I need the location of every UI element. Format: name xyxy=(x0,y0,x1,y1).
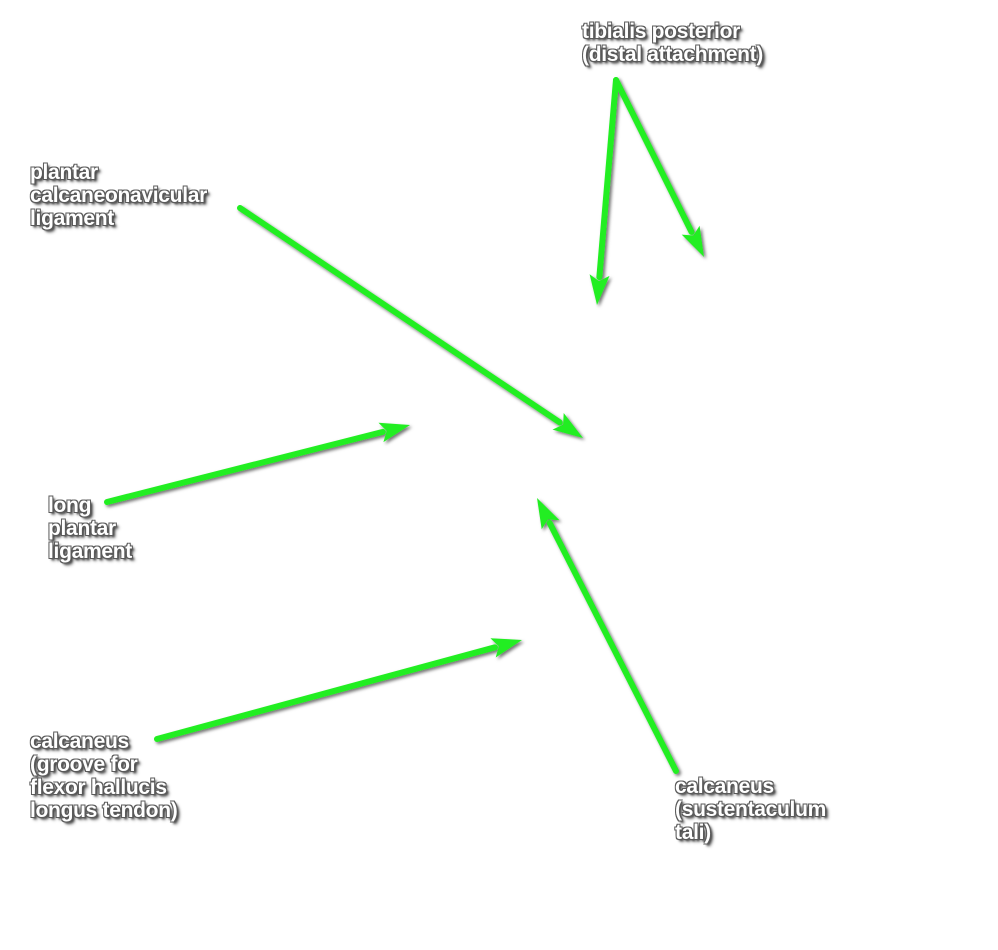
label-calcaneus-groove: calcaneus (groove for flexor hallucis lo… xyxy=(30,730,178,822)
arrow-head xyxy=(378,422,410,443)
label-tibialis-posterior: tibialis posterior (distal attachment) xyxy=(582,20,763,66)
arrow-shaft xyxy=(237,205,563,426)
label-line: tali) xyxy=(675,821,711,844)
label-line: longus tendon) xyxy=(30,799,178,822)
arrow-calcaneus-groove xyxy=(154,638,522,742)
arrow-shaft xyxy=(104,428,386,505)
arrow-head xyxy=(589,274,610,305)
label-line: long xyxy=(48,494,92,517)
label-long-plantar-ligament: long plantar ligament xyxy=(48,494,132,563)
arrow-shaft xyxy=(546,519,679,774)
label-line: (groove for xyxy=(30,753,138,776)
arrow-plantar-calcaneonavicular xyxy=(237,205,583,438)
label-line: plantar xyxy=(30,161,98,184)
label-line: (distal attachment) xyxy=(582,43,763,66)
label-line: ligament xyxy=(48,540,132,563)
label-line: plantar xyxy=(48,517,116,540)
arrow-head xyxy=(552,413,583,438)
arrow-shaft xyxy=(154,644,498,742)
label-line: flexor hallucis xyxy=(30,776,167,799)
arrow-tibialis-posterior-2 xyxy=(613,77,704,257)
label-line: calcaneus xyxy=(675,775,774,798)
label-line: ligament xyxy=(30,207,114,230)
arrow-shaft xyxy=(596,77,619,281)
arrow-head xyxy=(537,498,560,530)
label-line: tibialis posterior xyxy=(582,20,740,43)
label-plantar-calcaneonavicular-ligament: plantar calcaneonavicular ligament xyxy=(30,161,207,230)
label-line: calcaneonavicular xyxy=(30,184,207,207)
arrow-head xyxy=(490,638,522,658)
arrow-shaft xyxy=(613,77,695,235)
arrow-head xyxy=(681,225,704,257)
label-line: calcaneus xyxy=(30,730,129,753)
label-line: (sustentaculum xyxy=(675,798,826,821)
arrow-long-plantar-ligament xyxy=(104,422,410,505)
arrow-tibialis-posterior-1 xyxy=(589,77,619,305)
arrow-calcaneus-sustentaculum xyxy=(537,498,679,774)
label-calcaneus-sustentaculum-tali: calcaneus (sustentaculum tali) xyxy=(675,775,826,844)
